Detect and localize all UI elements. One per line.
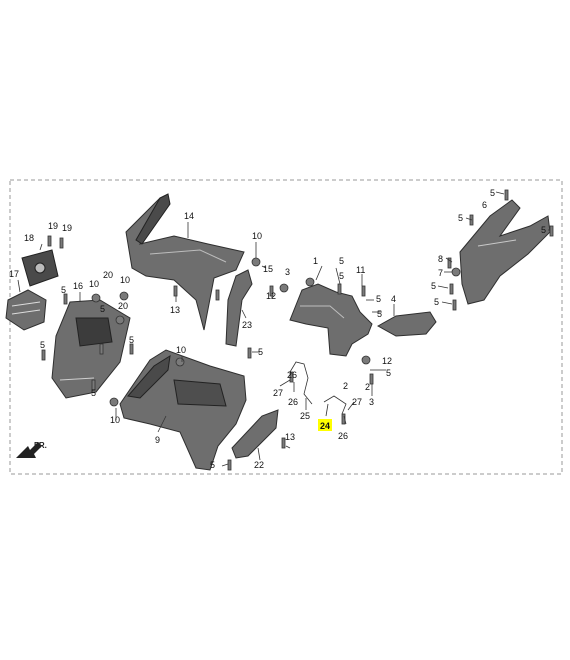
front-arrow-icon <box>16 442 42 458</box>
part-9[interactable] <box>119 349 247 471</box>
callout-25: 25 <box>300 411 310 421</box>
leader-lines <box>17 191 550 467</box>
callout-10: 10 <box>110 415 120 425</box>
part-22[interactable] <box>231 409 279 459</box>
callout-2: 2 <box>365 382 370 392</box>
callout-12: 12 <box>382 356 392 366</box>
callout-26: 26 <box>338 431 348 441</box>
callout-2: 2 <box>343 381 348 391</box>
part-4[interactable] <box>376 311 437 337</box>
callout-27: 27 <box>352 397 362 407</box>
part-16[interactable] <box>51 299 131 399</box>
callout-8: 8 <box>438 254 443 264</box>
callout-3: 3 <box>369 397 374 407</box>
callout-22: 22 <box>254 460 264 470</box>
callout-24: 24 <box>320 421 330 431</box>
callout-10: 10 <box>176 345 186 355</box>
callout-5: 5 <box>258 347 263 357</box>
front-direction-indicator: FR. <box>16 441 47 458</box>
part-6[interactable] <box>459 199 551 305</box>
fasteners <box>41 189 554 471</box>
callout-5: 5 <box>490 188 495 198</box>
callout-18: 18 <box>24 233 34 243</box>
callout-5: 5 <box>434 297 439 307</box>
callout-20: 20 <box>118 301 128 311</box>
callout-9: 9 <box>155 435 160 445</box>
diagram-frame <box>9 179 563 475</box>
callout-5: 5 <box>541 225 546 235</box>
callout-23: 23 <box>242 320 252 330</box>
callout-14: 14 <box>184 211 194 221</box>
callout-19: 19 <box>48 221 58 231</box>
callout-26: 26 <box>288 397 298 407</box>
callout-5: 5 <box>61 285 66 295</box>
part-18[interactable] <box>21 249 59 287</box>
callout-7: 7 <box>438 268 443 278</box>
part-14[interactable] <box>125 193 245 331</box>
callout-27: 27 <box>273 388 283 398</box>
callout-11: 11 <box>356 265 365 275</box>
callout-5: 5 <box>100 304 105 314</box>
callout-labels: 14 10 15 12 3 1 5 5 11 5 4 5 5 6 5 5 8 7… <box>9 188 546 470</box>
callout-13: 13 <box>170 305 180 315</box>
callout-1: 1 <box>313 256 318 266</box>
highlight-24 <box>318 419 332 431</box>
callout-5: 5 <box>339 271 344 281</box>
callout-10: 10 <box>89 279 99 289</box>
callout-16: 16 <box>73 281 83 291</box>
callout-20: 20 <box>103 270 113 280</box>
callout-5: 5 <box>386 368 391 378</box>
callout-5: 5 <box>129 335 134 345</box>
callout-5: 5 <box>431 281 436 291</box>
part-1[interactable] <box>289 283 373 357</box>
callout-4: 4 <box>391 294 396 304</box>
callout-10: 10 <box>120 275 130 285</box>
callout-17: 17 <box>9 269 19 279</box>
part-24[interactable] <box>323 395 347 415</box>
callout-5: 5 <box>377 309 382 319</box>
callout-5: 5 <box>458 213 463 223</box>
front-label: FR. <box>34 441 47 450</box>
callout-5: 5 <box>40 340 45 350</box>
part-23[interactable] <box>225 269 253 347</box>
callout-10: 10 <box>252 231 262 241</box>
callout-13: 13 <box>285 432 295 442</box>
callout-5: 5 <box>91 388 96 398</box>
callout-26: 26 <box>287 370 297 380</box>
callout-5: 5 <box>210 460 215 470</box>
callout-6: 6 <box>482 200 487 210</box>
part-25[interactable] <box>289 361 313 405</box>
callout-5: 5 <box>339 256 344 266</box>
callout-3: 3 <box>285 267 290 277</box>
callout-5: 5 <box>376 294 381 304</box>
part-17[interactable] <box>5 289 47 331</box>
callout-19: 19 <box>62 223 72 233</box>
callout-15: 15 <box>263 264 273 274</box>
callout-12: 12 <box>266 291 276 301</box>
